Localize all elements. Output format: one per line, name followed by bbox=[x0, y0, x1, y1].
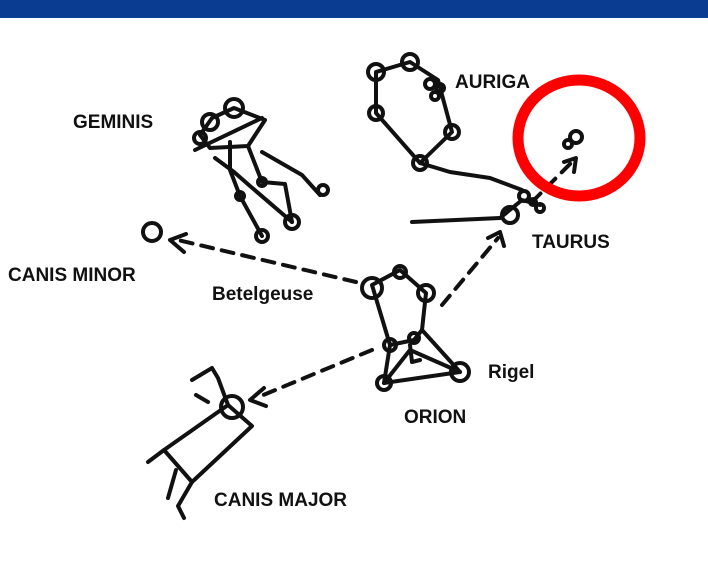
orion-constellation bbox=[362, 266, 469, 390]
label-canis-major: CANIS MAJOR bbox=[214, 490, 347, 511]
label-betelgeuse: Betelgeuse bbox=[212, 284, 313, 305]
pointer-orion-to-canis-major bbox=[256, 350, 372, 398]
label-taurus: TAURUS bbox=[532, 232, 610, 253]
label-rigel: Rigel bbox=[488, 362, 534, 383]
highlight-ellipse bbox=[518, 80, 640, 196]
geminis-constellation bbox=[194, 99, 328, 242]
label-canis-minor: CANIS MINOR bbox=[8, 265, 136, 286]
pointer-orion-to-taurus bbox=[442, 238, 498, 305]
label-auriga: AURIGA bbox=[455, 72, 530, 93]
label-orion: ORION bbox=[404, 407, 466, 428]
label-geminis: GEMINIS bbox=[73, 112, 153, 133]
pointer-betelgeuse-to-canis-minor bbox=[178, 240, 356, 282]
canis-minor-constellation bbox=[143, 223, 161, 241]
